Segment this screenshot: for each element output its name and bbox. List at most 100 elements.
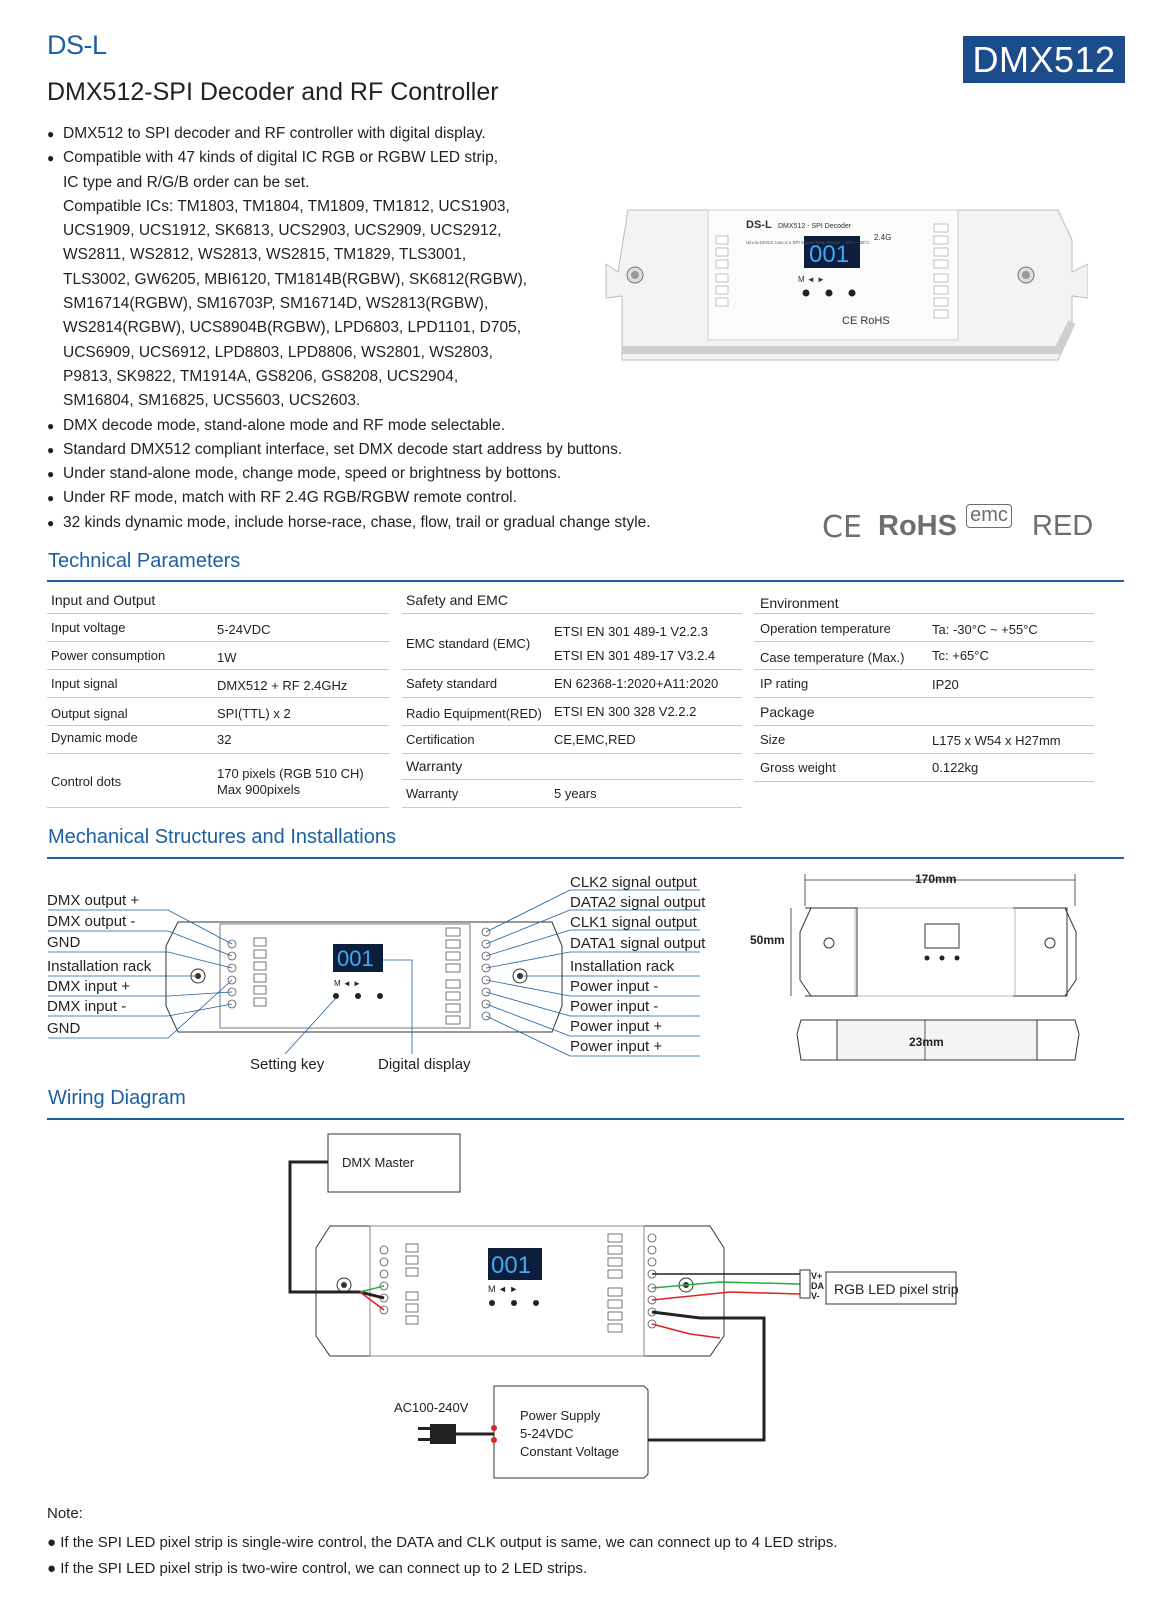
divider xyxy=(47,580,1124,582)
protocol-badge: DMX512 xyxy=(963,36,1125,83)
table-cell: Ta: -30°C ~ +55°C xyxy=(932,622,1038,637)
page-title: DMX512-SPI Decoder and RF Controller xyxy=(47,78,499,106)
section-title-tech: Technical Parameters xyxy=(48,550,241,572)
mechanical-diagram: 001 M ◄ ► xyxy=(48,889,700,1057)
list-item: P9813, SK9822, TM1914A, GS8206, GS8208, … xyxy=(63,367,459,385)
device-keys: M ◄ ► xyxy=(334,979,361,988)
psu-line: 5-24VDC xyxy=(520,1426,573,1441)
table-cell: 32 xyxy=(217,732,232,747)
label-data1: DATA1 signal output xyxy=(570,935,706,952)
list-item: ● If the SPI LED pixel strip is single-w… xyxy=(47,1534,838,1551)
strip-pin: V- xyxy=(811,1291,820,1301)
table-header: Safety and EMC xyxy=(406,592,508,608)
table-cell: Safety standard xyxy=(406,676,498,691)
product-specs: Uin=5-24VDC Iout=2 x SPI Signal Temp.Ran… xyxy=(746,240,870,245)
dmx-master-label: DMX Master xyxy=(342,1155,415,1170)
table-cell: Input voltage xyxy=(51,620,126,635)
table-cell: 5-24VDC xyxy=(217,622,271,637)
safety-table: Safety and EMC EMC standard (EMC) ETSI EN… xyxy=(402,586,742,808)
table-cell: CE,EMC,RED xyxy=(554,732,636,747)
wiring-display: 001 xyxy=(491,1252,531,1279)
table-cell: Operation temperature xyxy=(760,621,891,636)
label-installation-rack: Installation rack xyxy=(570,958,675,975)
device-display: 001 xyxy=(337,946,374,971)
ac-label: AC100-240V xyxy=(394,1400,469,1415)
product-keys: M ◄ ► xyxy=(798,275,825,284)
psu-line: Power Supply xyxy=(520,1408,601,1423)
red-logo: RED xyxy=(1032,510,1094,542)
divider xyxy=(47,1118,1124,1120)
list-item: UCS6909, UCS6912, LPD8803, LPD8806, WS28… xyxy=(63,343,493,361)
list-item: SM16804, SM16825, UCS5603, UCS2603. xyxy=(63,392,361,410)
section-title-mech: Mechanical Structures and Installations xyxy=(48,826,396,848)
label-setting-key: Setting key xyxy=(250,1056,325,1073)
table-cell: Size xyxy=(760,732,786,747)
label-power-minus: Power input - xyxy=(570,998,659,1015)
wiring-diagram: DMX Master 001 M ◄ ► V+ DA V- RGB LED pi… xyxy=(288,1133,959,1479)
divider xyxy=(47,857,1124,859)
list-item: 32 kinds dynamic mode, include horse-rac… xyxy=(47,511,687,536)
product-image: DS-L DMX512 - SPI Decoder 2.4G 001 Uin=5… xyxy=(605,209,1088,361)
note-text: If the SPI LED pixel strip is single-wir… xyxy=(60,1534,838,1551)
table-cell: IP rating xyxy=(760,676,809,691)
table-cell: SPI(TTL) x 2 xyxy=(217,706,291,721)
table-cell: Certification xyxy=(406,732,475,747)
label-gnd: GND xyxy=(47,934,81,951)
ce-logo: CE xyxy=(822,510,862,545)
dim-length: 170mm xyxy=(915,872,956,886)
dim-height: 23mm xyxy=(909,1035,944,1049)
list-item: Under stand-alone mode, change mode, spe… xyxy=(47,462,687,487)
table-cell: Case temperature (Max.) xyxy=(760,650,905,665)
product-brand: DS-L xyxy=(746,219,772,231)
list-item: Under RF mode, match with RF 2.4G RGB/RG… xyxy=(47,486,687,511)
table-cell: Power consumption xyxy=(51,648,166,663)
label-power-plus: Power input + xyxy=(570,1038,663,1055)
rohs-logo: RoHS xyxy=(878,510,957,542)
label-digital-display: Digital display xyxy=(378,1056,471,1073)
list-item: WS2811, WS2812, WS2813, WS2815, TM1829, … xyxy=(63,246,467,264)
table-cell: 5 years xyxy=(554,786,597,801)
list-item: TLS3002, GW6205, MBI6120, TM1814B(RGBW),… xyxy=(63,270,528,288)
table-cell: EMC standard (EMC) xyxy=(406,636,531,651)
label-gnd: GND xyxy=(47,1020,81,1037)
list-item: UCS1909, UCS1912, SK6813, UCS2903, UCS29… xyxy=(63,222,502,240)
table-cell: 170 pixels (RGB 510 CH) xyxy=(217,766,364,781)
list-item: IC type and R/G/B order can be set. xyxy=(63,173,310,191)
list-item: Standard DMX512 compliant interface, set… xyxy=(47,438,687,463)
feature-list: DMX512 to SPI decoder and RF controller … xyxy=(47,122,687,535)
table-cell: L175 x W54 x H27mm xyxy=(932,733,1061,748)
strip-pin: V+ xyxy=(811,1271,822,1281)
emc-logo: emc xyxy=(966,504,1012,528)
dimension-drawing: 170mm 50mm 23mm xyxy=(750,872,1080,1061)
model-name: DS-L xyxy=(47,30,107,60)
table-cell: Input signal xyxy=(51,676,118,691)
list-item: Compatible ICs: TM1803, TM1804, TM1809, … xyxy=(63,197,510,215)
list-item: ● If the SPI LED pixel strip is two-wire… xyxy=(47,1560,588,1577)
table-cell: Dynamic mode xyxy=(51,730,138,745)
list-item: DMX512 to SPI decoder and RF controller … xyxy=(47,122,687,147)
wiring-keys: M ◄ ► xyxy=(488,1284,518,1294)
dim-width: 50mm xyxy=(750,933,785,947)
psu-line: Constant Voltage xyxy=(520,1444,619,1459)
strip-pin: DA xyxy=(811,1281,824,1291)
table-cell: EN 62368-1:2020+A11:2020 xyxy=(554,676,719,691)
table-cell: Control dots xyxy=(51,774,122,789)
label-data2: DATA2 signal output xyxy=(570,894,706,911)
label-dmx-output-minus: DMX output - xyxy=(47,913,136,930)
table-cell: ETSI EN 300 328 V2.2.2 xyxy=(554,704,697,719)
label-power-plus: Power input + xyxy=(570,1018,663,1035)
note-list: ● If the SPI LED pixel strip is single-w… xyxy=(47,1530,838,1582)
label-dmx-input-plus: DMX input + xyxy=(47,978,130,995)
table-cell: Tc: +65°C xyxy=(932,648,989,663)
table-header: Warranty xyxy=(406,758,463,774)
note-heading: Note: xyxy=(47,1505,83,1522)
label-power-minus: Power input - xyxy=(570,978,659,995)
rf-label: 2.4G xyxy=(874,233,891,242)
table-cell: Max 900pixels xyxy=(217,782,301,797)
table-cell: ETSI EN 301 489-17 V3.2.4 xyxy=(554,648,716,663)
table-cell: 1W xyxy=(217,650,237,665)
label-dmx-input-minus: DMX input - xyxy=(47,998,127,1015)
label-dmx-output-plus: DMX output + xyxy=(47,892,140,909)
